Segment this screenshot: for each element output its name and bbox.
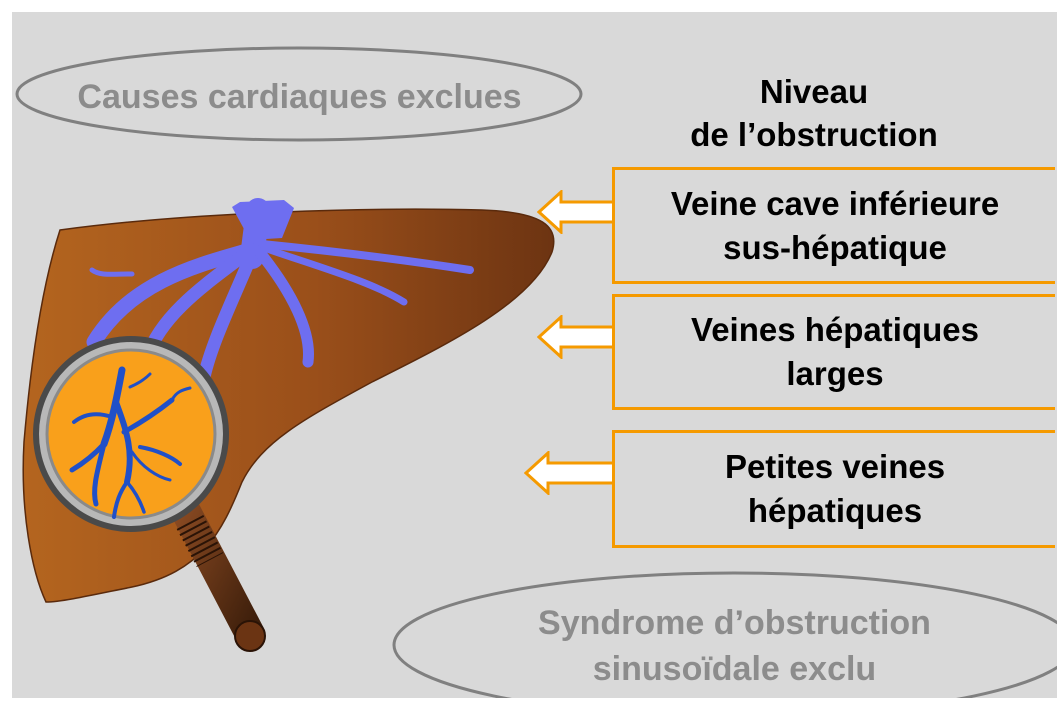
level-small-veins-line1: Petites veines [725,445,945,489]
level-small-veins-line2: hépatiques [725,489,945,533]
level-ivc-box: Veine cave inférieure sus-hépatique [612,167,1055,284]
level-small-veins-box: Petites veines hépatiques [612,430,1055,548]
heading-line1: Niveau [654,70,974,113]
sinusoidal-label-line1: Syndrome d’obstruction [452,600,1017,646]
sinusoidal-label-line2: sinusoïdale exclu [452,646,1017,692]
level-large-veins-line1: Veines hépatiques [691,308,979,352]
level-ivc-line2: sus-hépatique [671,226,999,270]
level-large-veins-box: Veines hépatiques larges [612,294,1055,410]
sinusoidal-label: Syndrome d’obstruction sinusoïdale exclu [452,600,1017,692]
level-ivc-line1: Veine cave inférieure [671,182,999,226]
arrow-left-icon [524,451,620,495]
obstruction-level-heading: Niveau de l’obstruction [654,70,974,156]
arrow-left-icon [537,190,619,234]
slide: Causes cardiaques exclues Syndrome d’obs… [12,12,1057,698]
arrow-left-icon [537,315,619,359]
level-large-veins-line2: larges [691,352,979,396]
cardiac-causes-label: Causes cardiaques exclues [22,74,577,120]
heading-line2: de l’obstruction [654,113,974,156]
